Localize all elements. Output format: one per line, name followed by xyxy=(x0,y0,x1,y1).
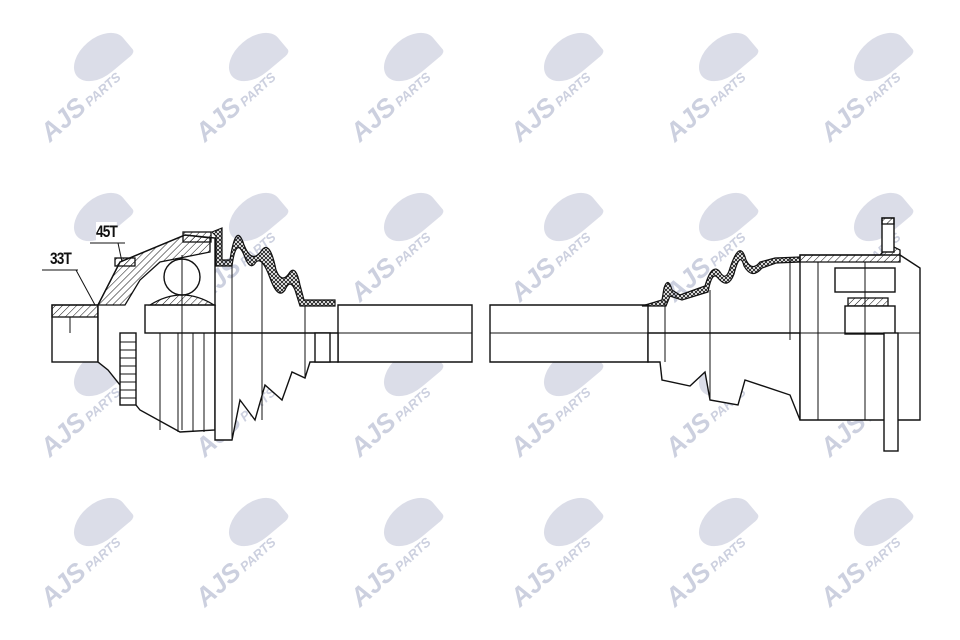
shaft xyxy=(337,304,649,363)
inner-boot xyxy=(641,250,801,421)
outer-cv-joint xyxy=(51,231,217,433)
outer-teeth-label: 33T xyxy=(50,249,72,269)
leader-33t-tail xyxy=(75,269,96,306)
leader-45t-tail xyxy=(117,242,123,263)
inner-teeth-label: 45T xyxy=(96,222,118,242)
abs-ring-teeth xyxy=(120,341,136,399)
inner-joint-housing xyxy=(789,217,921,452)
outer-boot xyxy=(210,227,339,441)
